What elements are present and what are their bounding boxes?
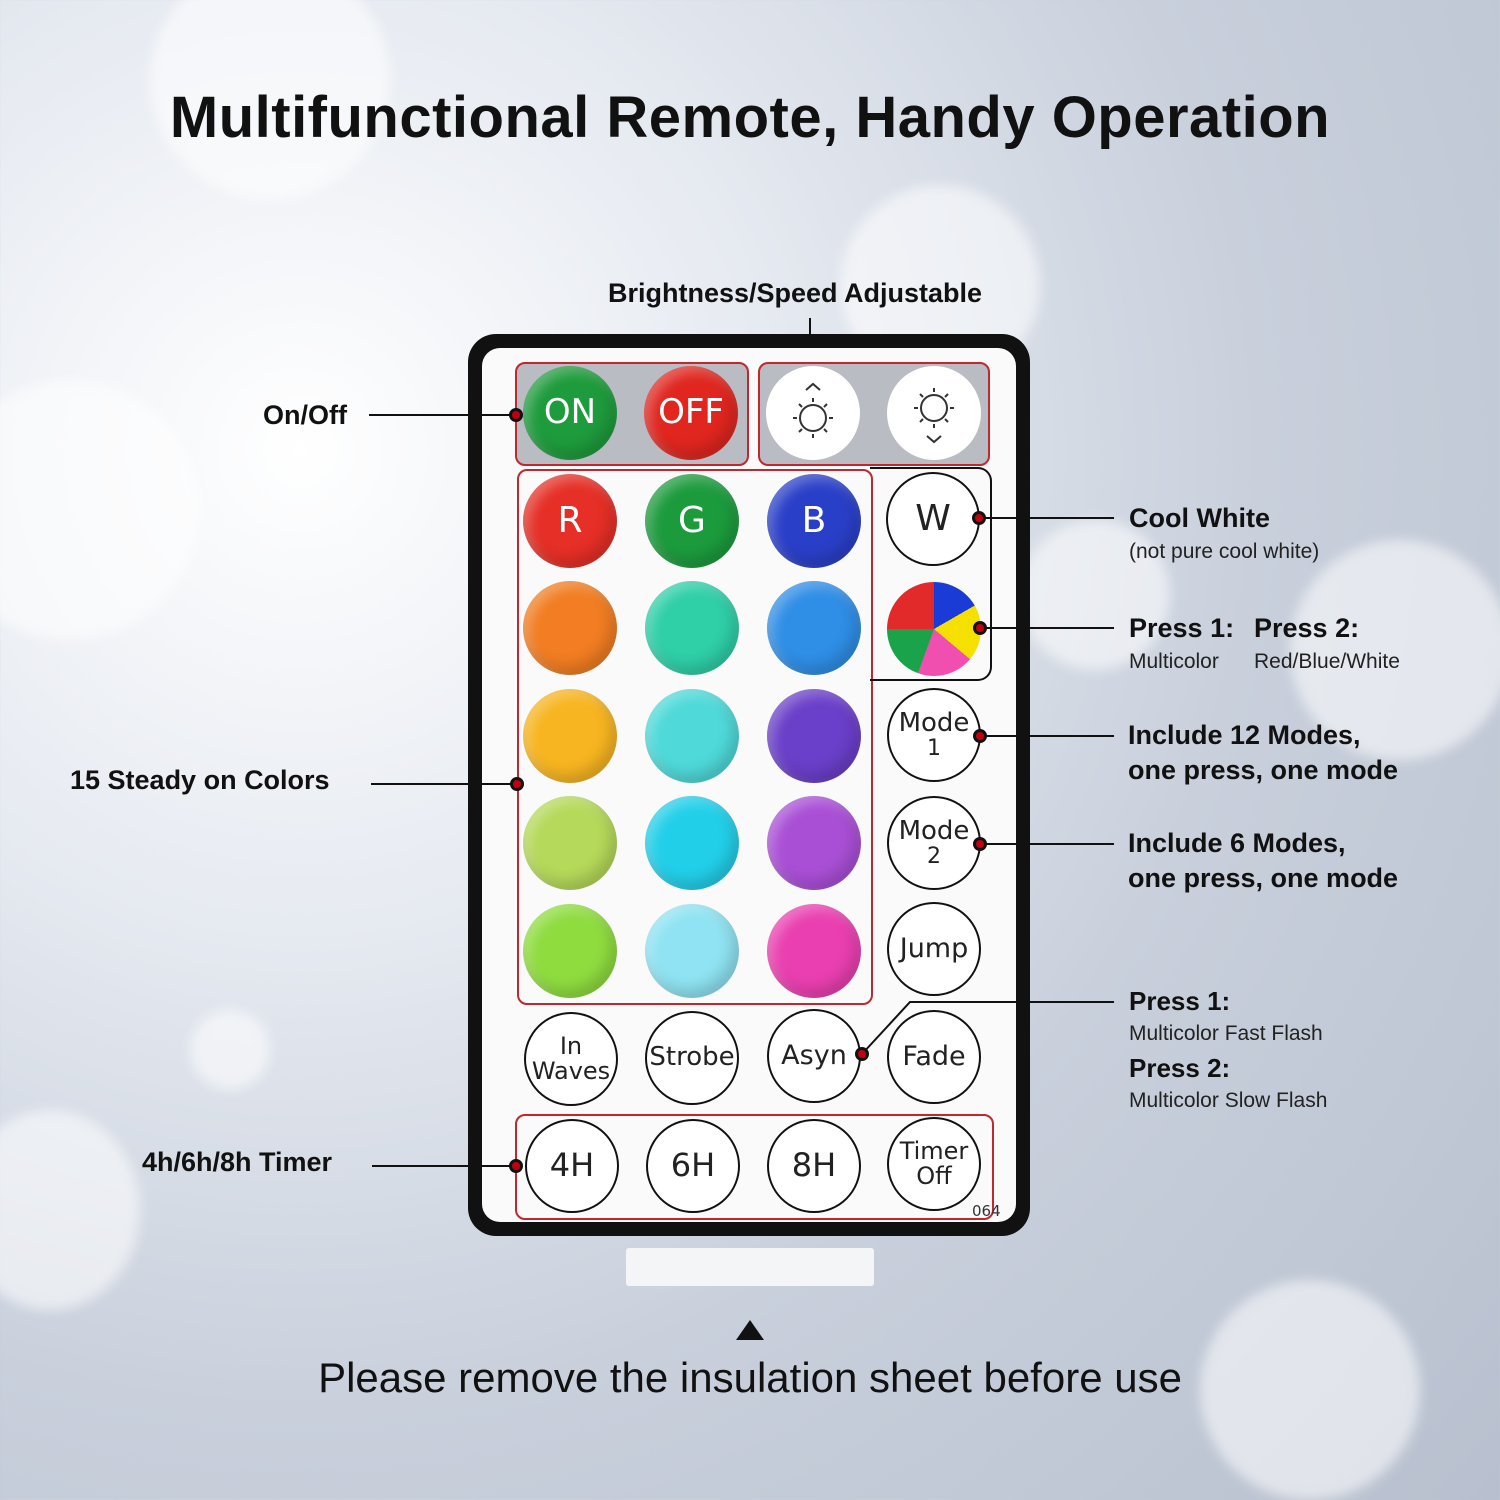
- timer-6h-button[interactable]: 6H: [646, 1119, 740, 1213]
- mode1-label-top: Mode: [898, 707, 970, 738]
- color-button-red[interactable]: R: [523, 474, 617, 568]
- color-button-teal[interactable]: [645, 581, 739, 675]
- insulation-sheet-note: Please remove the insulation sheet befor…: [318, 1354, 1182, 1401]
- cool-white-leader: [984, 517, 1114, 519]
- flash-press1: Press 1:: [1129, 986, 1231, 1016]
- brightness-up-button[interactable]: [766, 366, 860, 460]
- color-button-pink[interactable]: [767, 904, 861, 998]
- mode2-label-bottom: 2: [927, 844, 941, 870]
- color-button-lime[interactable]: [523, 796, 617, 890]
- sun-down-icon: [914, 388, 954, 444]
- mode2-label-top: Mode: [898, 815, 970, 846]
- mode2-callout-line1: Include 6 Modes,: [1128, 828, 1346, 858]
- multicolor-button[interactable]: [887, 582, 981, 676]
- cool-white-callout: Cool White: [1129, 503, 1270, 533]
- color-button-sky[interactable]: [767, 581, 861, 675]
- up-arrow-icon: [736, 1320, 764, 1340]
- multicolor-press1-desc: Multicolor: [1129, 650, 1219, 673]
- color-button-aqua[interactable]: [645, 689, 739, 783]
- in-waves-label-bottom: Waves: [531, 1057, 611, 1085]
- timer-leader: [372, 1165, 516, 1167]
- mode1-callout-line1: Include 12 Modes,: [1128, 720, 1361, 750]
- mode2-button[interactable]: Mode 2: [887, 796, 981, 890]
- timer-8h-button[interactable]: 8H: [767, 1119, 861, 1213]
- asyn-button[interactable]: Asyn: [767, 1009, 861, 1103]
- multicolor-press2: Press 2:: [1254, 613, 1360, 643]
- multicolor-leader: [985, 627, 1114, 629]
- on-off-dot: [509, 408, 523, 422]
- in-waves-button[interactable]: In Waves: [524, 1012, 618, 1106]
- mode2-leader: [985, 843, 1114, 845]
- timer-4h-button[interactable]: 4H: [525, 1119, 619, 1213]
- timer-off-label-top: Timer: [899, 1136, 969, 1165]
- on-off-callout: On/Off: [263, 400, 347, 430]
- steady-colors-dot: [510, 777, 524, 791]
- timer-off-button[interactable]: Timer Off: [887, 1117, 981, 1211]
- on-off-leader: [369, 414, 515, 416]
- color-button-green[interactable]: G: [645, 474, 739, 568]
- color-button-yellow[interactable]: [523, 689, 617, 783]
- white-button[interactable]: W: [886, 472, 980, 566]
- asyn-dot: [855, 1047, 869, 1061]
- in-waves-label-top: In: [559, 1031, 583, 1060]
- bokeh-circle: [1200, 1280, 1420, 1500]
- color-button-purple[interactable]: [767, 796, 861, 890]
- steady-colors-callout: 15 Steady on Colors: [70, 765, 330, 795]
- brightness-callout: Brightness/Speed Adjustable: [608, 278, 983, 308]
- color-button-light-green[interactable]: [523, 904, 617, 998]
- flash-press1-desc: Multicolor Fast Flash: [1129, 1022, 1323, 1045]
- off-button[interactable]: OFF: [644, 366, 738, 460]
- flash-press2-desc: Multicolor Slow Flash: [1129, 1089, 1328, 1112]
- mode1-label-bottom: 1: [927, 736, 941, 762]
- steady-colors-group: [517, 469, 873, 1005]
- fade-button[interactable]: Fade: [887, 1010, 981, 1104]
- timer-callout: 4h/6h/8h Timer: [142, 1147, 333, 1177]
- color-button-orange[interactable]: [523, 581, 617, 675]
- mode2-callout-line2: one press, one mode: [1128, 863, 1399, 893]
- timer-off-label-bottom: Off: [916, 1162, 952, 1190]
- sun-up-icon: [793, 382, 833, 438]
- brightness-down-button[interactable]: [887, 366, 981, 460]
- bokeh-circle: [150, 0, 390, 200]
- on-button[interactable]: ON: [523, 366, 617, 460]
- steady-colors-leader: [371, 783, 516, 785]
- jump-button[interactable]: Jump: [887, 902, 981, 996]
- flash-press2: Press 2:: [1129, 1053, 1231, 1083]
- bokeh-circle: [0, 1110, 140, 1310]
- mode1-leader: [985, 735, 1114, 737]
- multicolor-press2-desc: Red/Blue/White: [1254, 650, 1400, 673]
- color-button-light-blue[interactable]: [645, 904, 739, 998]
- color-button-blue[interactable]: B: [767, 474, 861, 568]
- timer-dot: [509, 1159, 523, 1173]
- bokeh-circle: [190, 1010, 270, 1090]
- multicolor-press1: Press 1:: [1129, 613, 1235, 643]
- color-button-indigo[interactable]: [767, 689, 861, 783]
- strobe-button[interactable]: Strobe: [645, 1011, 739, 1105]
- mode1-callout-line2: one press, one mode: [1128, 755, 1399, 785]
- cool-white-note: (not pure cool white): [1129, 540, 1320, 563]
- remote-stand: [626, 1248, 874, 1286]
- mode1-button[interactable]: Mode 1: [887, 688, 981, 782]
- color-button-cyan[interactable]: [645, 796, 739, 890]
- model-code: 064: [972, 1202, 1001, 1220]
- page-title: Multifunctional Remote, Handy Operation: [169, 85, 1331, 150]
- bokeh-circle: [1290, 540, 1500, 760]
- bokeh-circle: [0, 380, 200, 640]
- white-multicolor-group: [870, 467, 992, 681]
- bokeh-circle: [1020, 520, 1170, 670]
